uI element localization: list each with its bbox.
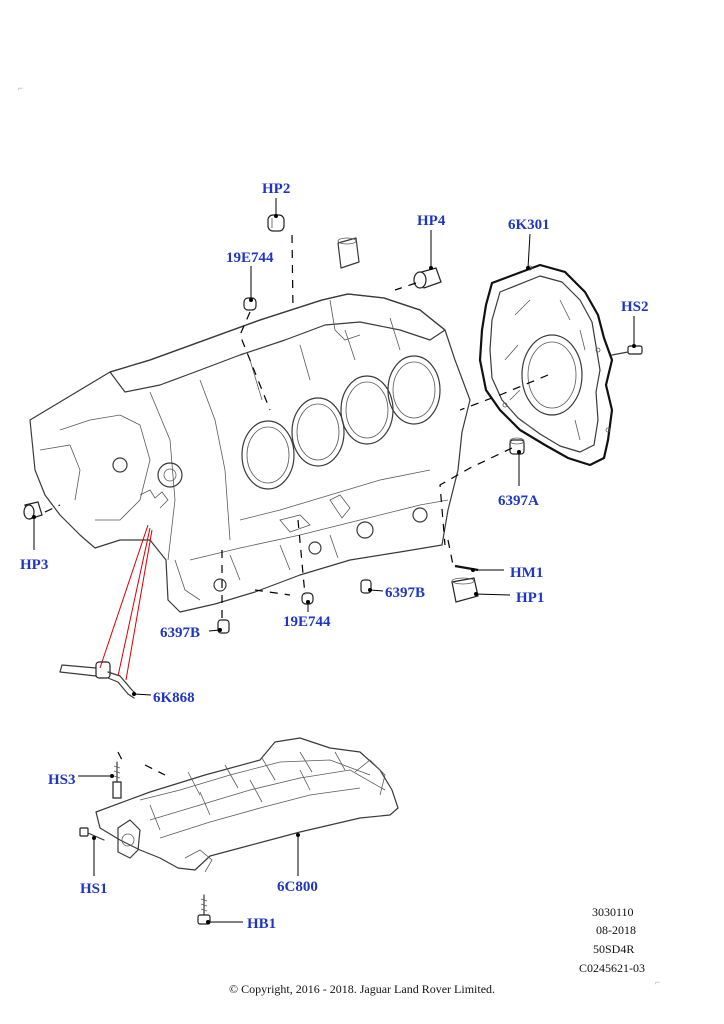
dowel-19e744-top xyxy=(243,297,257,311)
callout-hs3: HS3 xyxy=(48,772,76,788)
callout-19e744-top: 19E744 xyxy=(226,250,274,266)
red-guide-line-1 xyxy=(99,524,149,669)
red-guide-line-3 xyxy=(125,529,153,681)
model-code: 50SD4R xyxy=(593,942,635,956)
callout-6397a: 6397A xyxy=(498,493,539,509)
callout-6c800: 6C800 xyxy=(277,879,318,895)
engine-block xyxy=(29,293,471,613)
callout-6k301: 6K301 xyxy=(508,217,550,233)
callout-hb1: HB1 xyxy=(247,916,276,932)
hs3-bolt xyxy=(112,761,122,799)
crop-mark-bottom-right: ⌐ xyxy=(655,977,661,987)
rear-cover-plate xyxy=(478,263,614,467)
hb1-bolt xyxy=(197,894,211,925)
red-guide-line-2 xyxy=(117,527,151,677)
crop-mark-top-left: ⌐ xyxy=(18,83,24,93)
leader-lines xyxy=(32,198,636,924)
callout-hm1: HM1 xyxy=(510,565,543,581)
callout-hp2: HP2 xyxy=(262,181,290,197)
hs1-bolt xyxy=(79,827,105,841)
ref-number: 3030110 xyxy=(592,905,634,919)
assembly-lines xyxy=(44,234,549,776)
callout-hp4: HP4 xyxy=(417,213,446,229)
top-sleeve xyxy=(337,237,360,269)
hp4-plug xyxy=(413,267,442,289)
dowel-6397a xyxy=(509,437,525,455)
image-code: C0245621-03 xyxy=(579,961,645,975)
revision-date: 08-2018 xyxy=(596,923,636,937)
callout-6397b-left: 6397B xyxy=(160,625,200,641)
hp3-plug xyxy=(23,501,43,520)
callout-hp1: HP1 xyxy=(516,590,544,606)
callout-6k868: 6K868 xyxy=(153,690,195,706)
callout-hp3: HP3 xyxy=(20,557,48,573)
oil-jet-6k868 xyxy=(59,661,137,699)
callout-hs1: HS1 xyxy=(80,881,108,897)
oil-pan xyxy=(95,737,399,873)
callout-6397b-right: 6397B xyxy=(385,585,425,601)
hp1-plug xyxy=(451,577,479,603)
copyright-notice: © Copyright, 2016 - 2018. Jaguar Land Ro… xyxy=(228,982,496,996)
callout-hs2: HS2 xyxy=(621,299,649,315)
callout-19e744-bottom: 19E744 xyxy=(283,614,331,630)
hs2-bolt xyxy=(611,345,643,356)
